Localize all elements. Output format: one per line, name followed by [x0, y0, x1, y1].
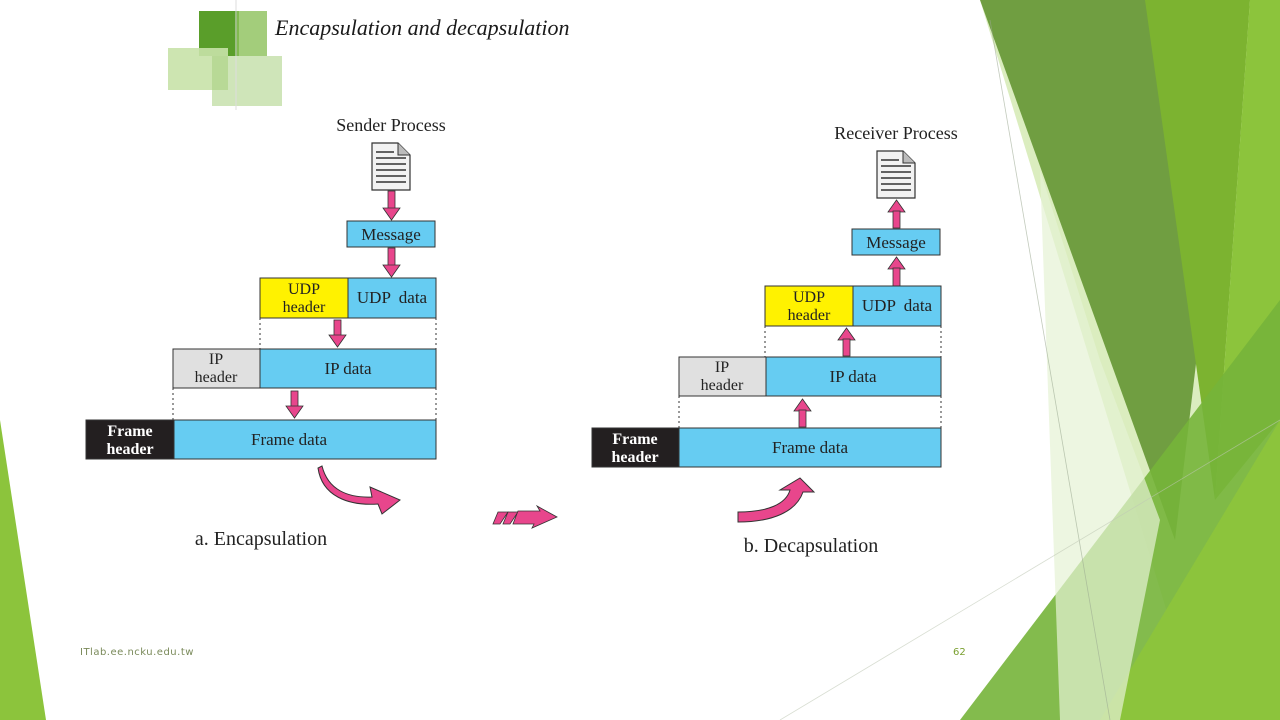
arrow-down-icon [382, 247, 401, 278]
dec-ip-header-line2: header [701, 377, 744, 394]
enc-message-label: Message [361, 225, 420, 244]
encapsulation-panel: Sender Process Message UDP header [85, 115, 446, 550]
deco-square-mid [237, 11, 267, 56]
dec-udp-data-box [852, 285, 942, 327]
arrow-down-icon [328, 319, 347, 348]
transfer-arrow-icon [492, 504, 558, 529]
receiver-document-icon [876, 150, 916, 199]
dec-frame-data-box [678, 427, 942, 468]
dec-frame-header-line2: header [611, 449, 658, 466]
enc-udp-header-box [259, 277, 349, 319]
deco-left-triangle [0, 420, 46, 720]
deco-square-fade [212, 56, 282, 106]
arrow-up-icon [887, 199, 906, 229]
enc-ip-header-line1: IP [209, 351, 223, 368]
curved-arrow-icon [317, 465, 401, 515]
enc-ip-data-label: IP data [324, 359, 372, 378]
enc-udp-data-box [347, 277, 437, 319]
enc-message-box [346, 220, 436, 248]
deco-bottom-right-bright [1100, 420, 1280, 720]
decapsulation-caption: b. Decapsulation [744, 535, 878, 557]
enc-udp-header-line1: UDP [288, 281, 320, 298]
enc-frame-data-box [173, 419, 437, 460]
dec-udp-data-label: UDP data [862, 296, 933, 315]
enc-frame-header-box [85, 419, 175, 460]
dec-frame-data-label: Frame data [772, 438, 848, 457]
dec-ip-header-line1: IP [715, 359, 729, 376]
deco-right-dark [980, 0, 1200, 540]
arrow-up-icon [837, 327, 856, 357]
dec-udp-header-line2: header [788, 307, 831, 324]
dec-ip-data-label: IP data [829, 367, 877, 386]
dec-udp-header-line1: UDP [793, 289, 825, 306]
enc-frame-header-line1: Frame [107, 423, 152, 440]
dec-message-box [851, 228, 941, 256]
arrow-down-icon [382, 190, 401, 221]
dec-frame-header-line1: Frame [612, 431, 657, 448]
enc-frame-header-line2: header [106, 441, 153, 458]
arrow-up-icon [887, 256, 906, 287]
enc-ip-data-box [259, 348, 437, 389]
sender-process-label: Sender Process [336, 115, 445, 135]
footer-url: ITlab.ee.ncku.edu.tw [80, 647, 194, 658]
receiver-process-label: Receiver Process [834, 123, 957, 143]
arrow-up-icon [793, 398, 812, 428]
page-number: 62 [953, 647, 966, 658]
dec-ip-data-box [765, 356, 942, 397]
enc-frame-data-label: Frame data [251, 430, 327, 449]
enc-ip-header-line2: header [195, 369, 238, 386]
curved-arrow-icon [737, 477, 816, 523]
sender-document-icon [371, 142, 411, 191]
enc-udp-header-line2: header [283, 299, 326, 316]
arrow-down-icon [285, 390, 304, 419]
dec-message-label: Message [866, 233, 925, 252]
enc-ip-header-box [172, 348, 261, 389]
enc-udp-data-label: UDP data [357, 288, 428, 307]
encapsulation-caption: a. Encapsulation [195, 528, 327, 550]
decapsulation-panel: Receiver Process Message UDP heade [591, 123, 958, 557]
slide-title: Encapsulation and decapsulation [275, 15, 570, 40]
